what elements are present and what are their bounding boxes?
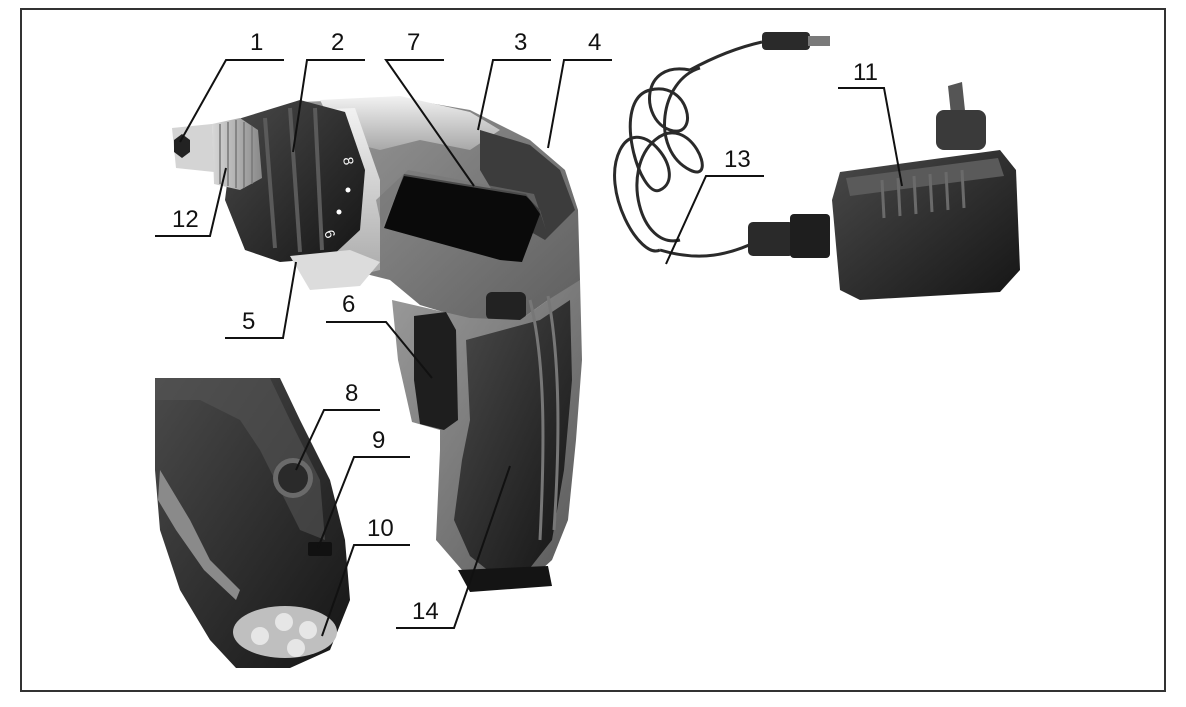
callout-8: 8 bbox=[345, 380, 358, 407]
callout-3: 3 bbox=[514, 29, 527, 56]
handle-bottom-inset bbox=[155, 378, 350, 668]
screwdriver-body: 8 6 bbox=[172, 96, 582, 592]
callout-labels: 1 2 7 3 4 11 13 12 5 6 8 9 10 14 bbox=[172, 29, 878, 625]
charger-adapter bbox=[832, 82, 1020, 300]
callout-11: 11 bbox=[853, 59, 878, 86]
callout-14: 14 bbox=[412, 598, 439, 625]
callout-5: 5 bbox=[242, 308, 255, 335]
callout-12: 12 bbox=[172, 206, 199, 233]
callout-2: 2 bbox=[331, 29, 344, 56]
callout-13: 13 bbox=[724, 146, 751, 173]
diagram-frame bbox=[20, 8, 1166, 692]
leader-lines bbox=[155, 59, 903, 637]
callout-1: 1 bbox=[250, 29, 263, 56]
callout-6: 6 bbox=[342, 291, 355, 318]
usb-cable bbox=[613, 32, 830, 258]
torque-mark-8: 8 bbox=[340, 156, 357, 167]
callout-4: 4 bbox=[588, 29, 601, 56]
callout-10: 10 bbox=[367, 515, 394, 542]
callout-7: 7 bbox=[407, 29, 420, 56]
callout-9: 9 bbox=[372, 427, 385, 454]
